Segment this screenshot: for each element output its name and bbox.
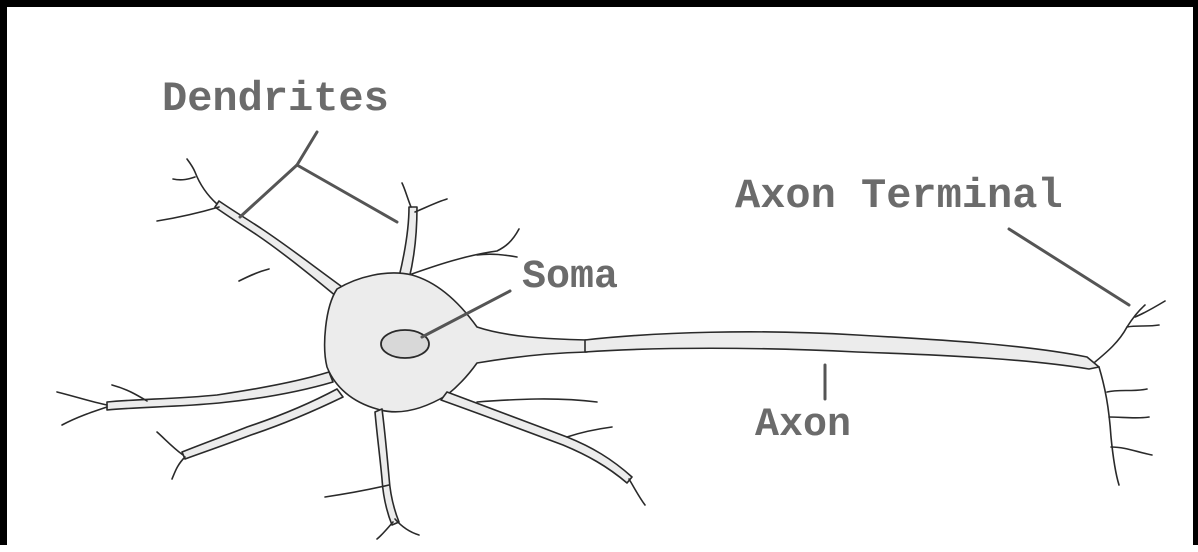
- axon-terminal-leader: [1009, 229, 1129, 305]
- dendrites-label: Dendrites: [162, 75, 389, 123]
- dendrite-upper-right: [399, 183, 519, 279]
- dendrite-lower-right: [441, 392, 645, 505]
- dendrites-leader-left: [240, 165, 297, 217]
- axon-terminal-label: Axon Terminal: [735, 172, 1063, 220]
- soma-label: Soma: [522, 255, 618, 300]
- dendrites-leader-right: [297, 165, 397, 222]
- dendrite-bottom: [325, 409, 419, 539]
- axon-terminal-branches: [1095, 301, 1165, 485]
- neuron-diagram: Dendrites Soma Axon Axon Terminal: [7, 7, 1198, 552]
- nucleus: [381, 330, 429, 358]
- axon-label: Axon: [755, 403, 851, 448]
- axon-shaft: [585, 332, 1099, 369]
- dendrites-leader-top: [297, 132, 317, 165]
- dendrite-upper-left: [157, 159, 345, 297]
